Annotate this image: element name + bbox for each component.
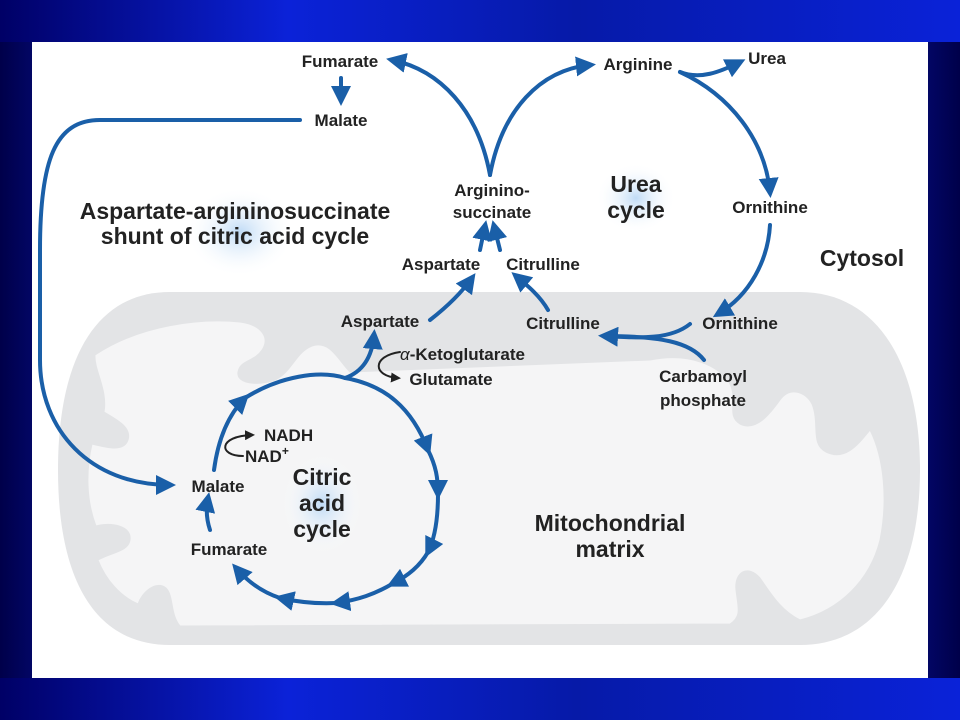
- arrow-ketoglutarate-to-glutamate: [377, 351, 401, 383]
- label-ornithine-matrix: Ornithine: [702, 314, 778, 333]
- urea-cycle-glow: [596, 163, 676, 233]
- ketoglutarate-text: -Ketoglutarate: [410, 345, 525, 364]
- arrow-arginine-to-ornithine: [678, 70, 779, 198]
- arrow-aspartate-matrix-to-cytosol: [428, 273, 476, 322]
- alpha-symbol: α: [400, 345, 411, 364]
- label-citric-acid-cycle-line3: cycle: [293, 516, 351, 542]
- arrow-oxaloacetate-to-aspartate: [343, 329, 383, 380]
- mitochondrial-cristae: [87, 320, 885, 627]
- arrow-argininosuccinate-to-arginine: [488, 56, 596, 177]
- label-urea: Urea: [748, 49, 786, 68]
- label-fumarate-matrix: Fumarate: [191, 540, 268, 559]
- label-nad-plus: NAD+: [245, 444, 289, 466]
- arrow-carbamoyl-to-citrulline: [602, 334, 706, 362]
- label-argininosuccinate-line2: succinate: [453, 203, 531, 222]
- arrow-citrulline-cytosol-to-argininosuccinate: [487, 220, 508, 252]
- label-nadh: NADH: [264, 426, 313, 445]
- arrow-malate-shunt-to-matrix: [38, 118, 302, 495]
- slide-frame-bottom: [0, 678, 960, 720]
- nad-plus-superscript: +: [282, 444, 289, 458]
- label-shunt-line2: shunt of citric acid cycle: [101, 223, 369, 249]
- label-carbamoyl-line2: phosphate: [660, 391, 746, 410]
- citric-cycle-glow: [282, 454, 362, 554]
- arrow-nad-to-nadh: [224, 430, 255, 457]
- urea-cycle-diagram: Fumarate Malate Arginine Urea Arginino- …: [38, 49, 920, 645]
- label-mitochondrial-matrix-line2: matrix: [575, 536, 644, 562]
- label-aspartate-cytosol: Aspartate: [402, 255, 480, 274]
- arrow-ornithine-cytosol-to-matrix: [712, 223, 772, 318]
- label-mitochondrial-matrix-line1: Mitochondrial: [535, 510, 686, 536]
- label-ornithine-cytosol: Ornithine: [732, 198, 808, 217]
- label-citric-acid-cycle-line1: Citric: [293, 464, 352, 490]
- mitochondrion: [58, 292, 920, 645]
- label-citric-acid-cycle-line2: acid: [299, 490, 345, 516]
- label-aspartate-matrix: Aspartate: [341, 312, 419, 331]
- arrow-aspartate-cytosol-to-argininosuccinate: [472, 220, 492, 252]
- label-shunt-line1: Aspartate-argininosuccinate: [80, 198, 391, 224]
- label-arginine: Arginine: [604, 55, 673, 74]
- label-urea-cycle-line1: Urea: [610, 171, 661, 197]
- slide-frame-top: [0, 0, 960, 42]
- label-glutamate: Glutamate: [409, 370, 492, 389]
- label-cytosol: Cytosol: [820, 245, 904, 271]
- label-alpha-ketoglutarate: α-Ketoglutarate: [400, 345, 525, 364]
- nad-text: NAD: [245, 447, 282, 466]
- citric-acid-cycle-ring: [195, 372, 448, 612]
- label-citrulline-matrix: Citrulline: [526, 314, 600, 333]
- shunt-glow: [185, 187, 295, 277]
- label-carbamoyl-line1: Carbamoyl: [659, 367, 747, 386]
- label-argininosuccinate-line1: Arginino-: [454, 181, 530, 200]
- arrow-citrulline-matrix-to-cytosol: [511, 272, 550, 312]
- label-urea-cycle-line2: cycle: [607, 197, 665, 223]
- arrow-arginine-to-urea: [678, 59, 746, 78]
- label-malate-cytosol: Malate: [315, 111, 368, 130]
- diagram-panel: Fumarate Malate Arginine Urea Arginino- …: [32, 42, 928, 678]
- arrow-argininosuccinate-to-fumarate: [386, 53, 492, 177]
- label-fumarate-cytosol: Fumarate: [302, 52, 379, 71]
- label-malate-matrix: Malate: [192, 477, 245, 496]
- label-citrulline-cytosol: Citrulline: [506, 255, 580, 274]
